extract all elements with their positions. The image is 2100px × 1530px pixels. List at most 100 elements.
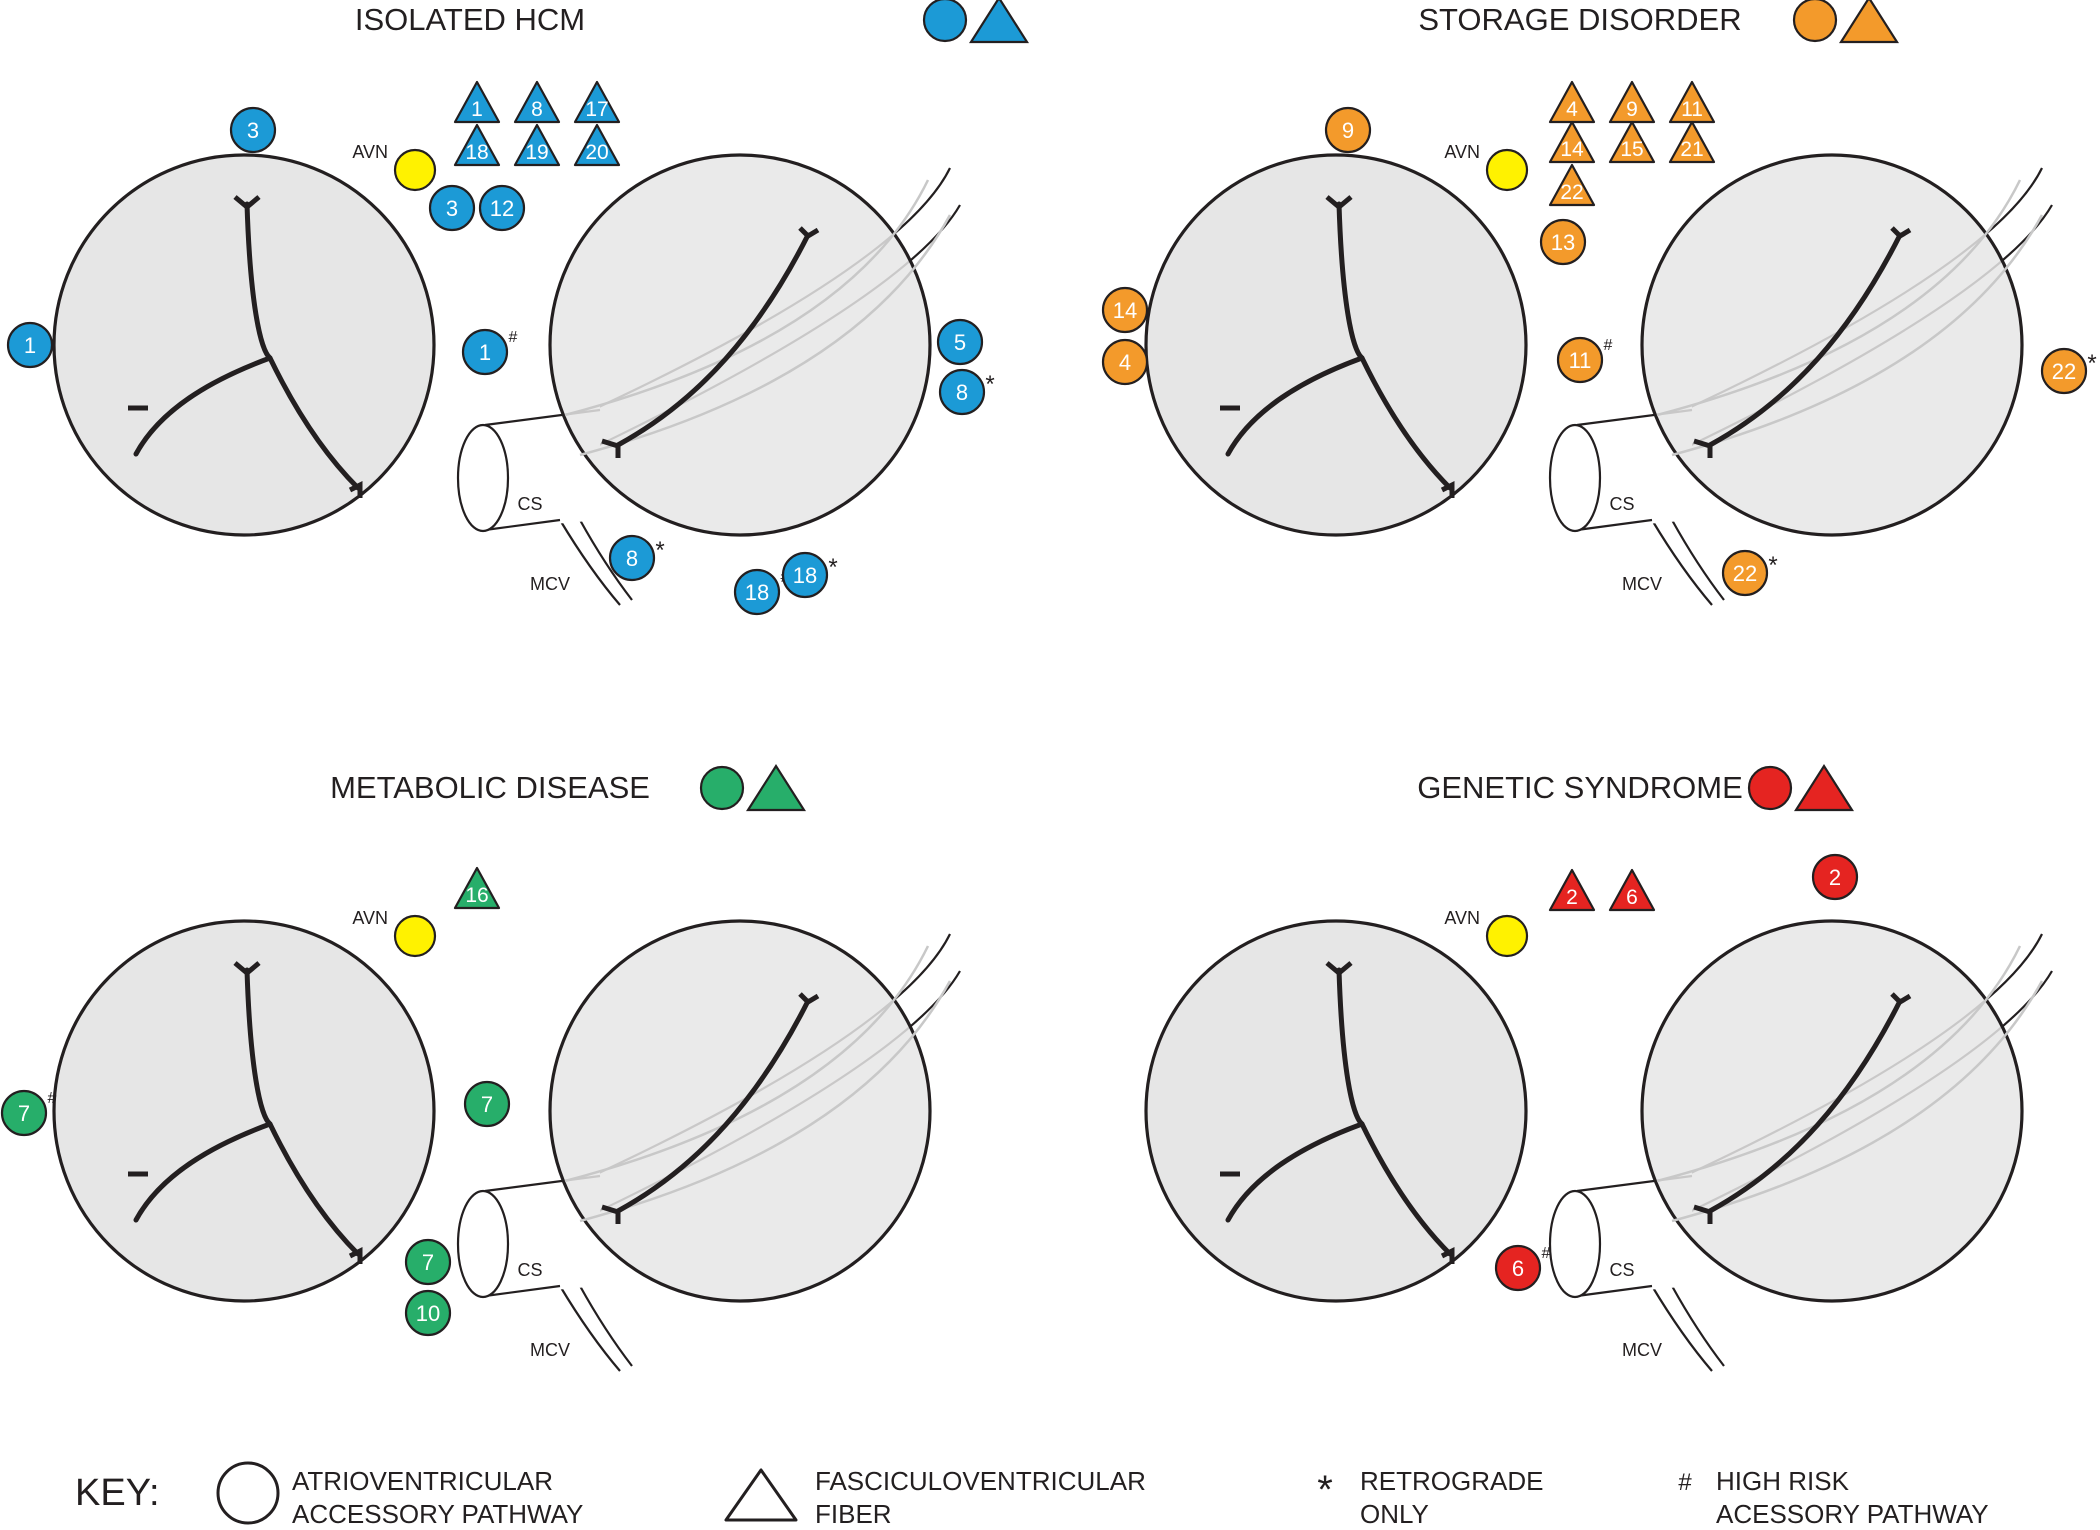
av-node	[393, 148, 437, 192]
pathway-circle	[428, 184, 476, 232]
vein-overlay	[1671, 980, 2044, 1223]
mcv-label: MCV	[530, 574, 570, 594]
triangle-legend-icon	[745, 763, 807, 812]
pathway-number: 13	[1551, 230, 1575, 255]
vein-overlay	[564, 179, 930, 417]
key-label: ATRIOVENTRICULAR	[292, 1466, 553, 1496]
mcv-label: MCV	[1622, 1340, 1662, 1360]
coronary-sinus-opening	[1548, 423, 1602, 533]
pathway-circle	[1101, 286, 1149, 334]
pathway-number: 4	[1119, 350, 1131, 375]
pathway-circle	[781, 551, 829, 599]
pathway-number: 6	[1512, 1256, 1524, 1281]
branch-fork	[233, 195, 261, 211]
fiber-number: 8	[531, 98, 543, 121]
fiber-number: 14	[1560, 138, 1584, 161]
cs-label: CS	[1609, 494, 1634, 514]
branch-fork	[233, 961, 261, 977]
left-ventricle-circle	[52, 919, 436, 1303]
branch-fork	[1890, 992, 1912, 1006]
right-bundle-branch	[1707, 232, 1903, 448]
key-label: RETROGRADE	[1360, 1466, 1543, 1496]
pathway-number: 12	[490, 196, 514, 221]
pathway-circle	[0, 1089, 48, 1137]
retrograde-mark: *	[1768, 552, 1777, 579]
branch-fork	[798, 992, 820, 1006]
panel-title: ISOLATED HCM	[355, 2, 585, 37]
key-circle-icon	[216, 1461, 280, 1525]
av-node	[1485, 148, 1529, 192]
avn-label: AVN	[352, 908, 388, 928]
fiber-number: 21	[1680, 138, 1703, 161]
pathway-circle	[733, 568, 781, 616]
vein-overlay	[1656, 179, 2022, 417]
pathway-number: 3	[446, 196, 458, 221]
pathway-number: 7	[481, 1092, 493, 1117]
key-triangle-icon	[724, 1468, 798, 1522]
pathway-circle	[1721, 549, 1769, 597]
mcv-line	[559, 1285, 621, 1372]
right-bundle-branch	[1707, 998, 1903, 1214]
vein-overlay	[1671, 214, 2044, 457]
mcv-line	[1651, 1285, 1713, 1372]
fiber-number: 6	[1626, 886, 1638, 909]
vein-overlay	[564, 945, 930, 1183]
pathway-circle	[461, 328, 509, 376]
branch-fork	[1440, 1246, 1455, 1264]
mcv-line	[1651, 519, 1713, 606]
pathway-number: 7	[422, 1250, 434, 1275]
high-risk-mark: #	[1542, 1245, 1551, 1262]
fiber-triangle	[1608, 868, 1656, 912]
retrograde-mark: *	[985, 371, 994, 398]
coronary-sinus-body	[485, 405, 600, 530]
pathway-number: 14	[1113, 298, 1137, 323]
mcv-line	[579, 519, 633, 601]
fiber-number: 15	[1620, 138, 1643, 161]
mcv-line	[1671, 519, 1725, 601]
vein-overlay	[579, 214, 952, 457]
pathway-number: 7	[18, 1101, 30, 1126]
avn-label: AVN	[1444, 908, 1480, 928]
pathway-number: 22	[1733, 561, 1757, 586]
fiber-triangle	[513, 123, 561, 167]
left-ventricle-circle	[52, 153, 436, 537]
pathway-circle	[404, 1289, 452, 1337]
pathway-circle	[478, 184, 526, 232]
pathway-circle	[1556, 336, 1604, 384]
fiber-triangle	[1548, 163, 1596, 207]
fiber-triangle	[1608, 120, 1656, 164]
fiber-number: 17	[585, 98, 608, 121]
triangle-legend-icon	[1793, 763, 1855, 812]
mcv-line	[1671, 1285, 1725, 1367]
pathway-circle	[1324, 106, 1372, 154]
left-ventricle-circle	[1144, 153, 1528, 537]
circle-legend-icon	[1747, 765, 1793, 811]
pathway-number: 18	[793, 563, 817, 588]
panel-title: GENETIC SYNDROME	[1417, 770, 1743, 805]
cs-label: CS	[1609, 1260, 1634, 1280]
panel-title: STORAGE DISORDER	[1418, 2, 1741, 37]
fiber-triangle	[1548, 868, 1596, 912]
left-ventricle-circle	[1144, 919, 1528, 1303]
pathway-number: 22	[2052, 359, 2076, 384]
pathway-number: 9	[1342, 118, 1354, 143]
high-risk-mark: #	[48, 1090, 57, 1107]
left-bundle-branch	[133, 1121, 273, 1223]
pathway-circle	[936, 318, 984, 366]
pathway-number: 1	[479, 340, 491, 365]
pathway-circle	[6, 321, 54, 369]
pathway-circle	[463, 1080, 511, 1128]
right-bundle-branch	[615, 232, 811, 448]
retrograde-mark: *	[828, 554, 837, 581]
pathway-circle	[1539, 218, 1587, 266]
right-bundle-branch	[615, 998, 811, 1214]
high-risk-mark: #	[509, 329, 518, 346]
fiber-number: 22	[1560, 181, 1583, 204]
circle-legend-icon	[1792, 0, 1838, 43]
panel-title: METABOLIC DISEASE	[330, 770, 650, 805]
pathway-number: 8	[956, 380, 968, 405]
pathway-circle	[1494, 1244, 1542, 1292]
mcv-label: MCV	[530, 1340, 570, 1360]
